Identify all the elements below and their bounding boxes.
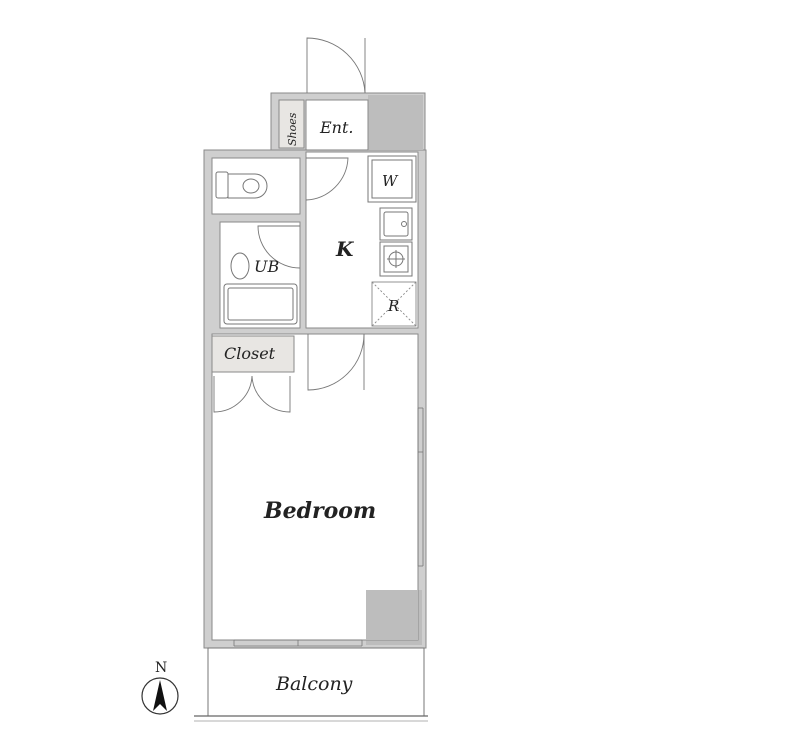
closet-label: Closet [224,344,276,363]
north-label: N [155,660,167,676]
washer-icon [367,155,417,203]
refrigerator-icon [371,281,417,327]
stove-icon [379,241,413,277]
toilet-door [305,157,349,201]
bath-door [257,225,301,269]
kitchen-label: K [335,237,355,261]
room-balcony [207,647,425,717]
compass-needle-icon [153,680,167,711]
entrance-label: Ent. [319,118,354,137]
bedroom-label: Bedroom [263,498,376,524]
toilet-icon [215,171,268,199]
closet-door-right [251,375,291,413]
washer-label: W [382,172,399,190]
bedroom-east-window [417,407,424,567]
north-compass: N [141,660,179,715]
pillar-bedroom-overlap [366,590,418,640]
closet-box [211,335,295,373]
sink-icon [379,207,413,241]
bath-fixtures-icon [223,252,298,325]
bedroom-door [307,333,365,391]
room-bedroom [211,333,419,641]
closet-door-left [213,375,253,413]
front-door [306,37,366,94]
shoes-box [278,99,305,149]
balcony-window [233,639,363,647]
balcony-label: Balcony [275,673,353,695]
unit-bath-label: UB [254,257,279,276]
shoes-label: Shoes [286,112,299,146]
pillar-top-right [368,95,423,150]
refrigerator-label: R [387,297,399,315]
